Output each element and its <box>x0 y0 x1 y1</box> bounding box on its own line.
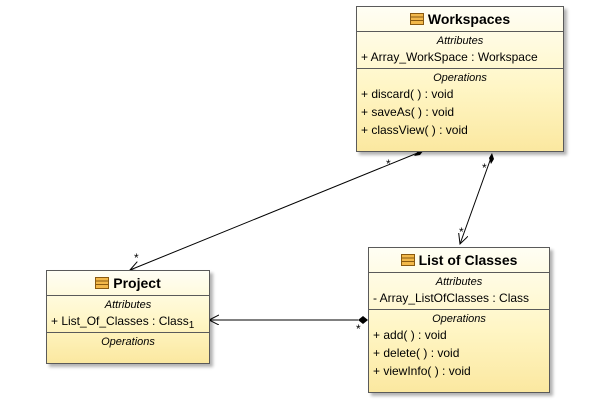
attributes-title: Attributes <box>104 299 152 311</box>
class-name: List of Classes <box>418 252 518 268</box>
class-list-of-classes[interactable]: List of Classes Attributes - Array_ListO… <box>368 247 550 393</box>
operation-item[interactable]: + add( ) : void <box>373 328 447 342</box>
class-header: Workspaces <box>357 7 563 32</box>
operation-item[interactable]: + discard( ) : void <box>361 87 454 101</box>
multiplicity-label: * <box>459 225 464 239</box>
class-name: Workspaces <box>427 11 511 27</box>
class-icon <box>95 277 110 289</box>
attribute-item[interactable]: - Array_ListOfClasses : Class <box>373 291 530 305</box>
composition-diamond <box>489 153 494 164</box>
attributes-section: Attributes + Array_WorkSpace : Workspace <box>357 32 563 68</box>
operations-title: Operations <box>101 336 155 348</box>
attributes-section: Attributes + List_Of_Classes : Class1 <box>47 296 209 332</box>
composition-diamond <box>358 316 368 324</box>
class-icon <box>400 254 415 266</box>
attributes-title: Attributes <box>436 35 484 47</box>
attributes-section: Attributes - Array_ListOfClasses : Class <box>369 273 549 309</box>
operations-section: Operations + add( ) : void + delete( ) :… <box>369 309 549 382</box>
operations-section: Operations + discard( ) : void + saveAs(… <box>357 68 563 141</box>
attribute-text: + List_Of_Classes : Class <box>51 314 189 328</box>
association-list-project[interactable]: * <box>209 316 368 336</box>
association-workspaces-list[interactable]: * * <box>459 153 494 244</box>
multiplicity-label: * <box>134 251 139 265</box>
class-header: List of Classes <box>369 248 549 273</box>
class-project[interactable]: Project Attributes + List_Of_Classes : C… <box>46 270 210 364</box>
attribute-item[interactable]: + Array_WorkSpace : Workspace <box>361 50 538 64</box>
class-workspaces[interactable]: Workspaces Attributes + Array_WorkSpace … <box>356 6 564 152</box>
operation-item[interactable]: + classView( ) : void <box>361 123 468 137</box>
operations-section: Operations <box>47 332 209 351</box>
attributes-title: Attributes <box>435 276 483 288</box>
operation-item[interactable]: + delete( ) : void <box>373 346 460 360</box>
class-icon <box>409 13 424 25</box>
multiplicity-label: * <box>386 157 391 171</box>
class-name: Project <box>113 275 161 291</box>
operations-title: Operations <box>433 72 487 84</box>
class-header: Project <box>47 271 209 296</box>
multiplicity-label: * <box>482 161 487 175</box>
operations-title: Operations <box>432 313 486 325</box>
multiplicity-label: * <box>356 322 361 336</box>
attribute-item[interactable]: + List_Of_Classes : Class1 <box>47 312 209 331</box>
operation-item[interactable]: + saveAs( ) : void <box>361 105 455 119</box>
attribute-multiplicity: 1 <box>188 320 195 331</box>
operation-item[interactable]: + viewInfo( ) : void <box>373 364 471 378</box>
